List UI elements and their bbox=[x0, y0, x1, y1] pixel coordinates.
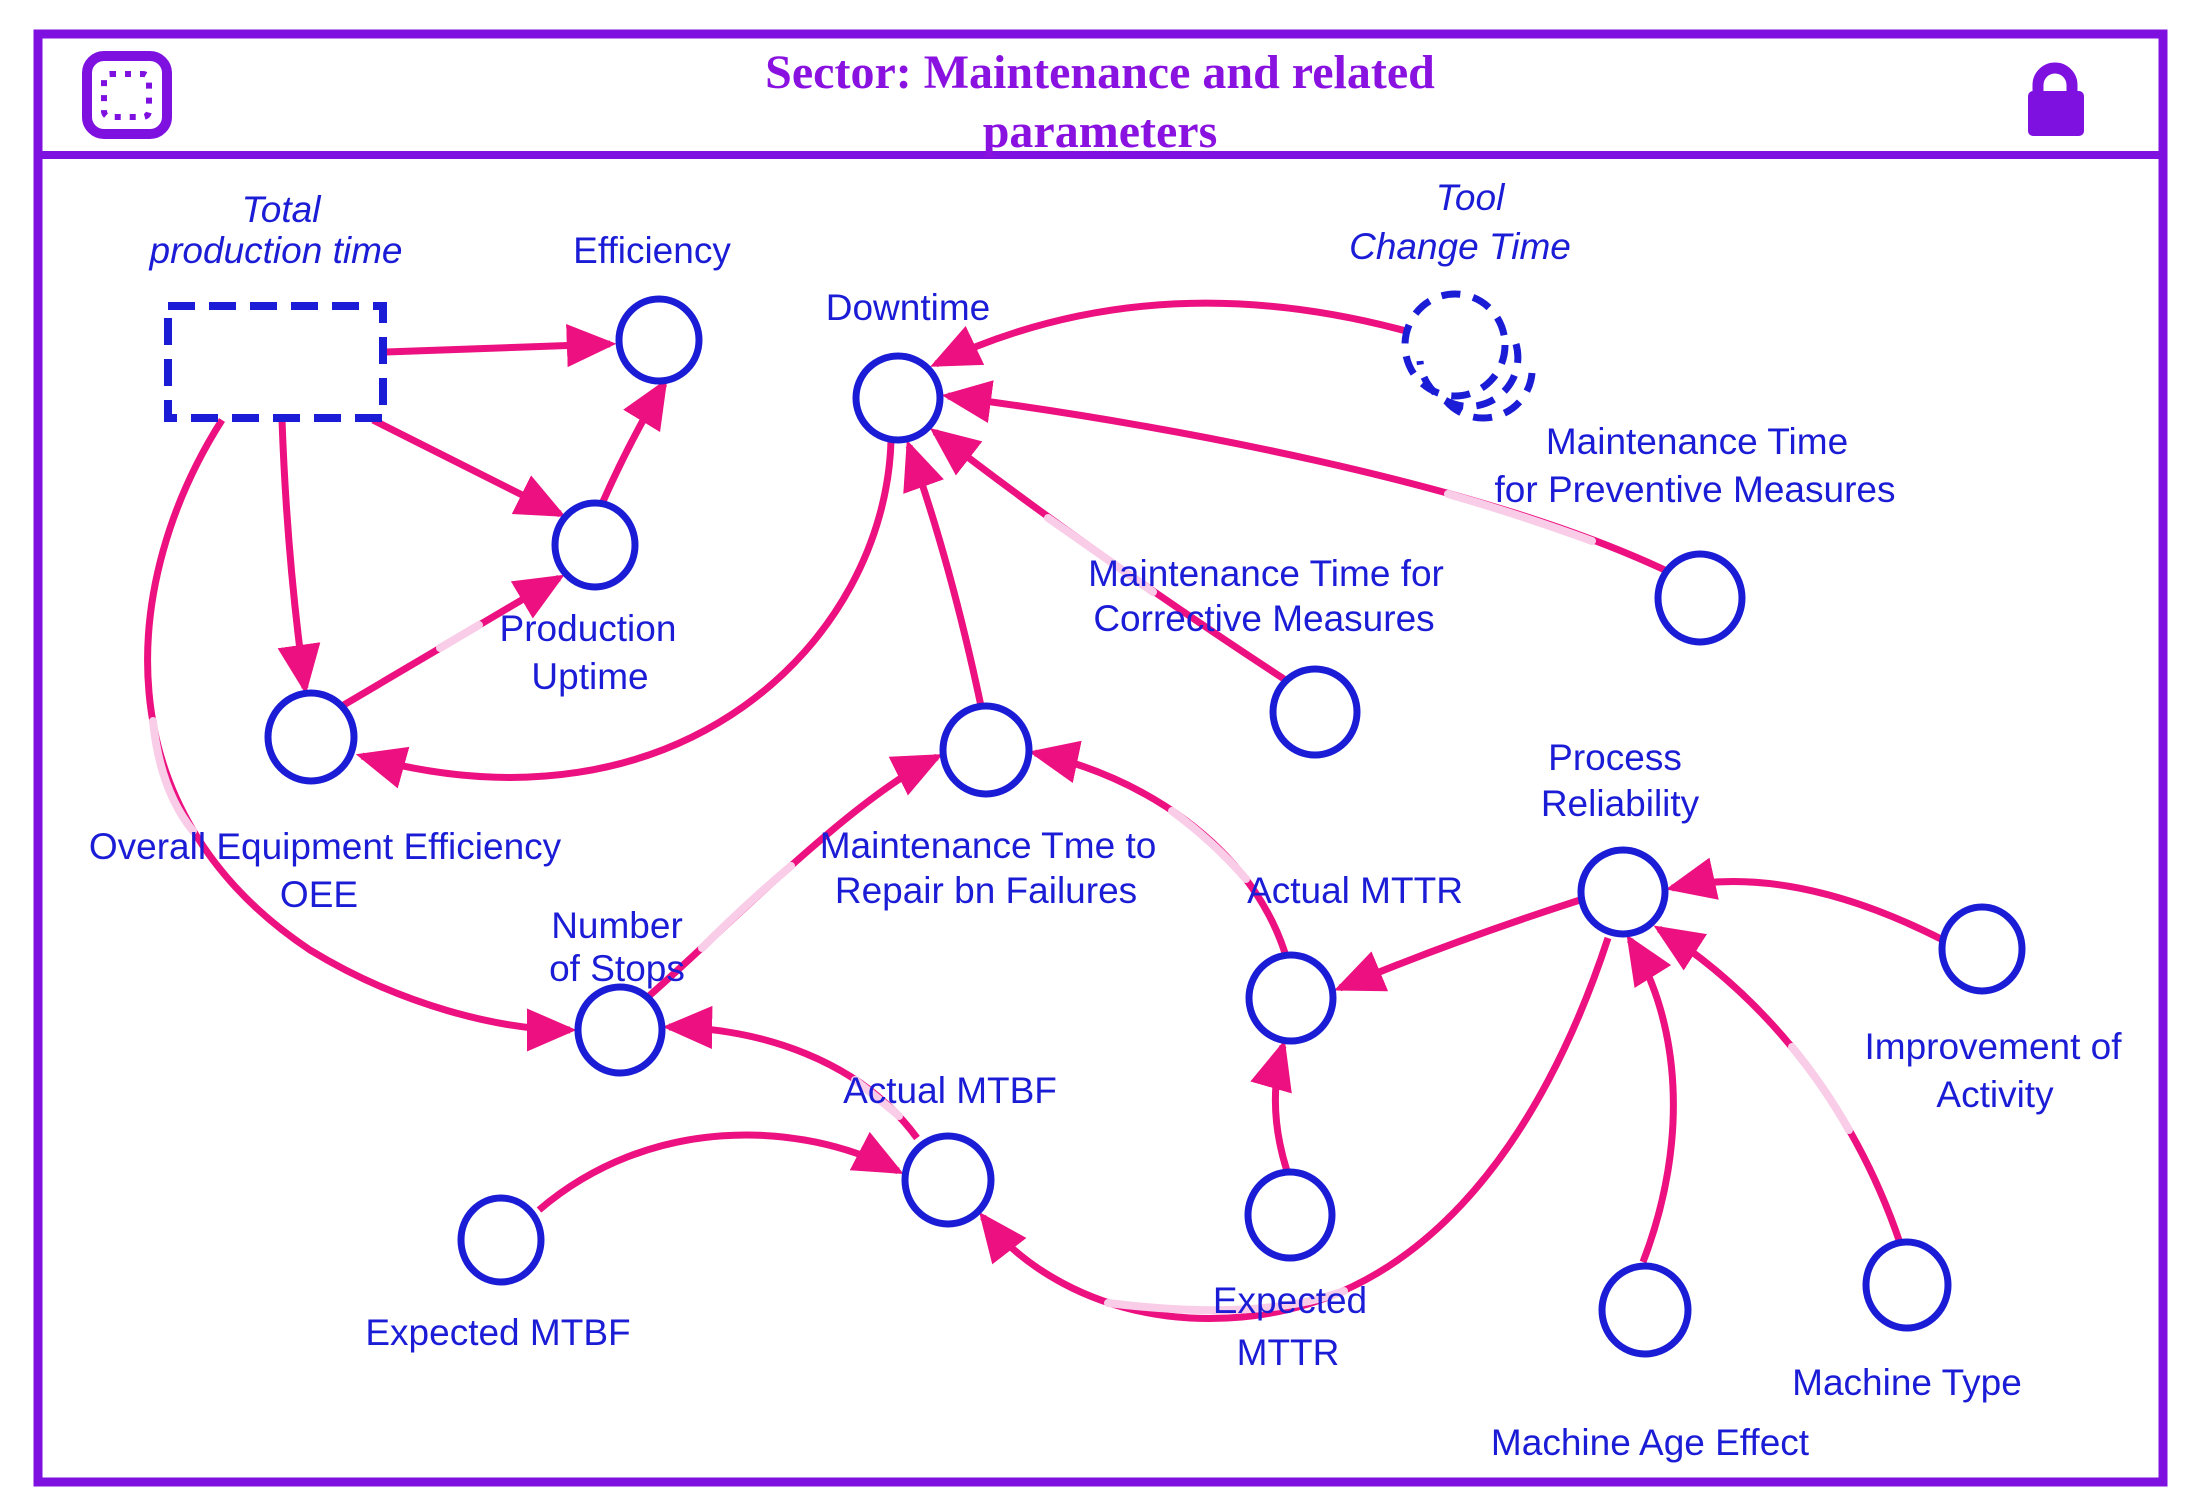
node-maintenance-repair[interactable] bbox=[939, 702, 1033, 798]
label-expected-mtbf: Expected MTBF bbox=[365, 1312, 630, 1353]
connector-tpt-oee[interactable] bbox=[277, 419, 321, 695]
label-actual-mttr: Actual MTTR bbox=[1247, 870, 1463, 911]
connector-expected-mttr-actual-mttr[interactable] bbox=[1250, 1039, 1292, 1173]
node-tool-change-time-ghost[interactable] bbox=[1401, 290, 1536, 422]
label-process-reliability: Reliability bbox=[1541, 783, 1700, 824]
node-total-production-time[interactable] bbox=[164, 302, 387, 422]
node-machine-type[interactable] bbox=[1862, 1238, 1952, 1332]
connector-uptime-efficiency[interactable] bbox=[597, 378, 668, 508]
label-expected-mttr: Expected bbox=[1213, 1280, 1367, 1321]
lock-icon[interactable] bbox=[2028, 62, 2084, 136]
connector-tpt-number-of-stops[interactable] bbox=[144, 418, 577, 1052]
dimmed-link-segment bbox=[149, 717, 197, 835]
dimmed-link-segment bbox=[851, 1076, 903, 1120]
dimmed-link-segment bbox=[1444, 490, 1596, 545]
node-actual-mttr[interactable] bbox=[1245, 951, 1337, 1045]
label-maintenance-preventive: Maintenance Time bbox=[1546, 421, 1848, 462]
connector-process-actual-mttr[interactable] bbox=[1334, 896, 1582, 992]
node-oee[interactable] bbox=[264, 689, 358, 785]
node-process-reliability[interactable] bbox=[1577, 846, 1669, 938]
connector-repair-downtime[interactable] bbox=[903, 439, 985, 707]
label-maintenance-repair: Repair bn Failures bbox=[835, 870, 1137, 911]
label-maintenance-corrective: Maintenance Time for bbox=[1088, 553, 1444, 594]
sector-title-line2: parameters bbox=[983, 105, 1218, 158]
label-maintenance-corrective: Corrective Measures bbox=[1093, 598, 1434, 639]
label-maintenance-preventive: for Preventive Measures bbox=[1494, 469, 1895, 510]
connector-machine-age-process[interactable] bbox=[1626, 934, 1677, 1264]
connector-tool-downtime[interactable] bbox=[930, 299, 1407, 368]
label-tool-change-time: Tool bbox=[1436, 177, 1506, 218]
node-maintenance-preventive[interactable] bbox=[1654, 550, 1746, 646]
dimmed-link-segment bbox=[436, 621, 483, 652]
node-machine-age-effect[interactable] bbox=[1598, 1262, 1692, 1358]
node-expected-mtbf[interactable] bbox=[457, 1194, 545, 1286]
dimmed-link-segment bbox=[1168, 807, 1250, 883]
label-improvement-of-activity: Activity bbox=[1936, 1074, 2054, 1115]
connector-downtime-oee[interactable] bbox=[355, 440, 895, 789]
label-number-of-stops: Number bbox=[551, 905, 683, 946]
label-machine-type: Machine Type bbox=[1792, 1362, 2022, 1403]
label-actual-mtbf: Actual MTBF bbox=[843, 1070, 1057, 1111]
label-total-production-time: Total bbox=[242, 189, 323, 230]
label-number-of-stops: of Stops bbox=[549, 948, 685, 989]
dashed-selection-icon[interactable] bbox=[82, 51, 172, 139]
label-expected-mttr: MTTR bbox=[1237, 1332, 1340, 1373]
label-tool-change-time: Change Time bbox=[1349, 226, 1571, 267]
connector-tpt-efficiency[interactable] bbox=[385, 323, 617, 368]
sector-title-line1: Sector: Maintenance and related bbox=[765, 46, 1435, 99]
node-number-of-stops[interactable] bbox=[574, 983, 666, 1077]
connector-expected-mtbf-actual-mtbf[interactable] bbox=[536, 1131, 904, 1213]
window-border bbox=[33, 29, 2168, 1487]
label-downtime: Downtime bbox=[826, 287, 991, 328]
dimmed-link-segment bbox=[698, 862, 795, 952]
node-efficiency[interactable] bbox=[615, 295, 703, 385]
dimmed-link-segment bbox=[1044, 514, 1157, 596]
label-machine-age-effect: Machine Age Effect bbox=[1491, 1422, 1810, 1463]
label-improvement-of-activity: Improvement of bbox=[1864, 1026, 2122, 1067]
node-actual-mtbf[interactable] bbox=[901, 1132, 995, 1228]
connector-improvement-process[interactable] bbox=[1665, 857, 1945, 944]
connector-tpt-uptime[interactable] bbox=[371, 416, 566, 518]
connector-machine-type-process[interactable] bbox=[1653, 925, 1904, 1245]
node-production-uptime[interactable] bbox=[551, 499, 639, 591]
label-efficiency: Efficiency bbox=[573, 230, 731, 271]
label-production-uptime: Production bbox=[500, 608, 677, 649]
node-maintenance-corrective[interactable] bbox=[1269, 665, 1361, 759]
label-oee: Overall Equipment Efficiency bbox=[89, 826, 562, 867]
label-total-production-time: production time bbox=[149, 230, 403, 271]
label-process-reliability: Process bbox=[1548, 737, 1682, 778]
dimmed-link-segment bbox=[1104, 1287, 1348, 1315]
connector-process-actual-mtbf[interactable] bbox=[979, 936, 1612, 1322]
node-expected-mttr[interactable] bbox=[1244, 1168, 1336, 1262]
dimmed-link-segment bbox=[1788, 1043, 1853, 1134]
node-improvement-of-activity[interactable] bbox=[1938, 903, 2026, 995]
label-production-uptime: Uptime bbox=[531, 656, 648, 697]
label-oee: OEE bbox=[280, 874, 358, 915]
label-maintenance-repair: Maintenance Tme to bbox=[820, 825, 1157, 866]
node-downtime[interactable] bbox=[852, 352, 944, 444]
